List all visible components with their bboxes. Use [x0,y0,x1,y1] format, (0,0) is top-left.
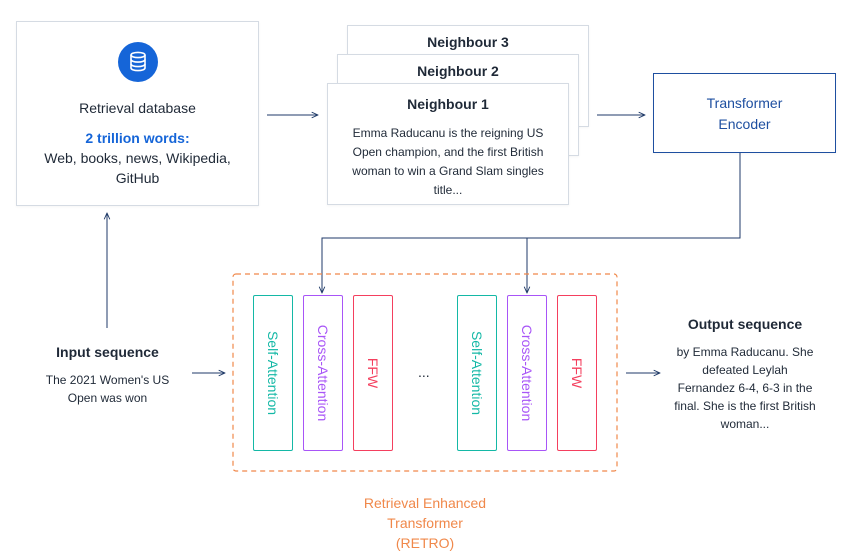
cross-attention-label-1: Cross-Attention [315,324,331,422]
input-sequence-title: Input sequence [56,344,159,360]
output-sequence-title: Output sequence [687,316,803,332]
neighbour-card-1: Neighbour 1 Emma Raducanu is the reignin… [327,83,569,205]
ffw-label-1: FFW [365,357,381,389]
neighbour-1-text-line4: title... [433,183,463,197]
cross-attention-layer-1: Cross-Attention [303,295,343,451]
retrieval-database-box: Retrieval database 2 trillion words: Web… [16,21,259,206]
ffw-layer-1: FFW [353,295,393,451]
output-line4: final. She is the first British [674,399,816,413]
database-sources-line1: Web, books, news, Wikipedia, [44,150,231,166]
cross-attention-layer-2: Cross-Attention [507,295,547,451]
arrow-encoder-to-cross-attention [322,153,741,293]
input-sequence-line1: The 2021 Women's US [45,373,170,387]
neighbour-1-text-line1: Emma Raducanu is the reigning US [352,126,544,140]
neighbour-2-label: Neighbour 2 [417,63,499,79]
neighbour-1-text-line3: woman to win a Grand Slam singles [352,164,544,178]
cross-attention-label-2: Cross-Attention [519,324,535,422]
ffw-layer-2: FFW [557,295,597,451]
output-line5: woman... [720,417,770,431]
ffw-label-2: FFW [569,357,585,389]
neighbour-1-label: Neighbour 1 [407,96,489,112]
self-attention-layer-2: Self-Attention [457,295,497,451]
output-line1: by Emma Raducanu. She [676,345,814,359]
encoder-line1: Transformer [706,95,783,111]
retro-caption-line2: Transformer [387,515,463,531]
database-highlight: 2 trillion words: [85,130,190,146]
self-attention-layer-1: Self-Attention [253,295,293,451]
database-title: Retrieval database [79,100,196,116]
retro-container [232,273,618,472]
output-line2: defeated Leylah [702,363,788,377]
retro-caption-line3: (RETRO) [395,535,455,551]
self-attention-label-2: Self-Attention [469,330,485,416]
neighbour-1-text-line2: Open champion, and the first British [352,145,544,159]
output-line3: Fernandez 6-4, 6-3 in the [677,381,813,395]
encoder-line2: Encoder [718,116,771,132]
layers-ellipsis: ... [418,364,430,380]
database-sources-line2: GitHub [115,170,160,186]
input-sequence-line2: Open was won [67,391,148,405]
neighbour-3-label: Neighbour 3 [427,34,509,50]
transformer-encoder-box: Transformer Encoder [653,73,836,153]
retro-caption-line1: Retrieval Enhanced [363,495,487,511]
database-icon [118,42,158,82]
self-attention-label-1: Self-Attention [265,330,281,416]
